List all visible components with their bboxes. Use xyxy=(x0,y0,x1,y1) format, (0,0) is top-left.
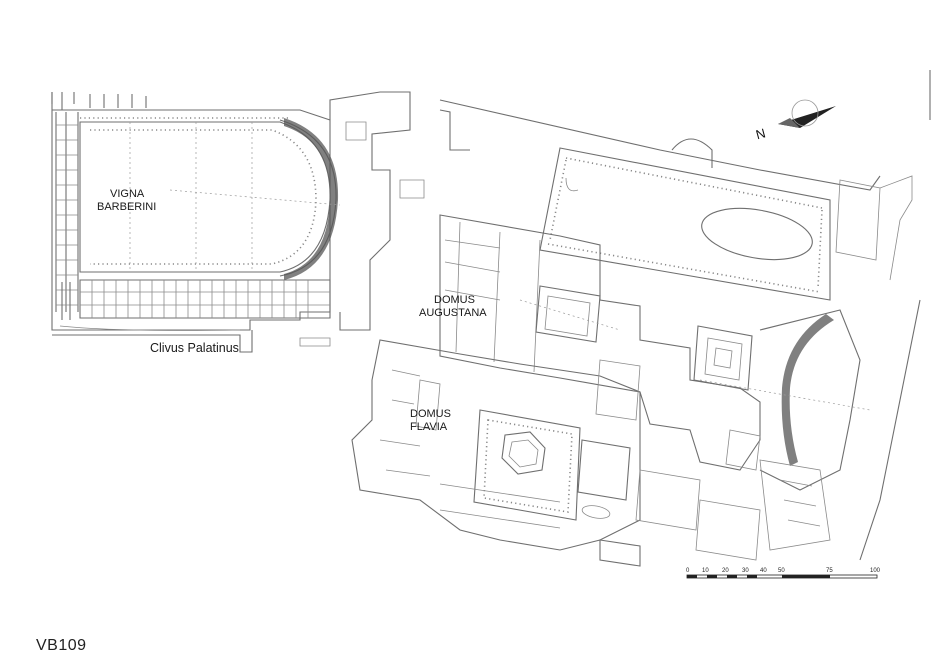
scale-bar: 0 10 20 30 40 50 75 100 xyxy=(686,568,881,579)
scale-tick-100: 100 xyxy=(870,568,881,574)
scale-tick-0: 0 xyxy=(686,568,690,574)
north-arrow-icon: N xyxy=(754,99,836,142)
palace-complex xyxy=(351,70,931,567)
label-clivus-palatinus: Clivus Palatinus xyxy=(150,341,239,355)
label-vigna-line2: BARBERINI xyxy=(97,201,156,213)
label-augustana-line1: DOMUS xyxy=(434,294,475,306)
scale-tick-75: 75 xyxy=(826,568,833,574)
scale-tick-30: 30 xyxy=(742,568,749,574)
vigna-barberini-complex xyxy=(51,91,425,353)
label-flavia-line2: FLAVIA xyxy=(410,421,448,433)
scale-tick-20: 20 xyxy=(722,568,729,574)
label-flavia-line1: DOMUS xyxy=(410,408,451,420)
scale-tick-10: 10 xyxy=(702,568,709,574)
scale-tick-50: 50 xyxy=(778,568,785,574)
north-letter: N xyxy=(754,125,767,142)
label-vigna-line1: VIGNA xyxy=(110,188,145,200)
label-augustana-line2: AUGUSTANA xyxy=(419,307,487,319)
scale-tick-40: 40 xyxy=(760,568,767,574)
figure-id: VB109 xyxy=(36,637,87,654)
